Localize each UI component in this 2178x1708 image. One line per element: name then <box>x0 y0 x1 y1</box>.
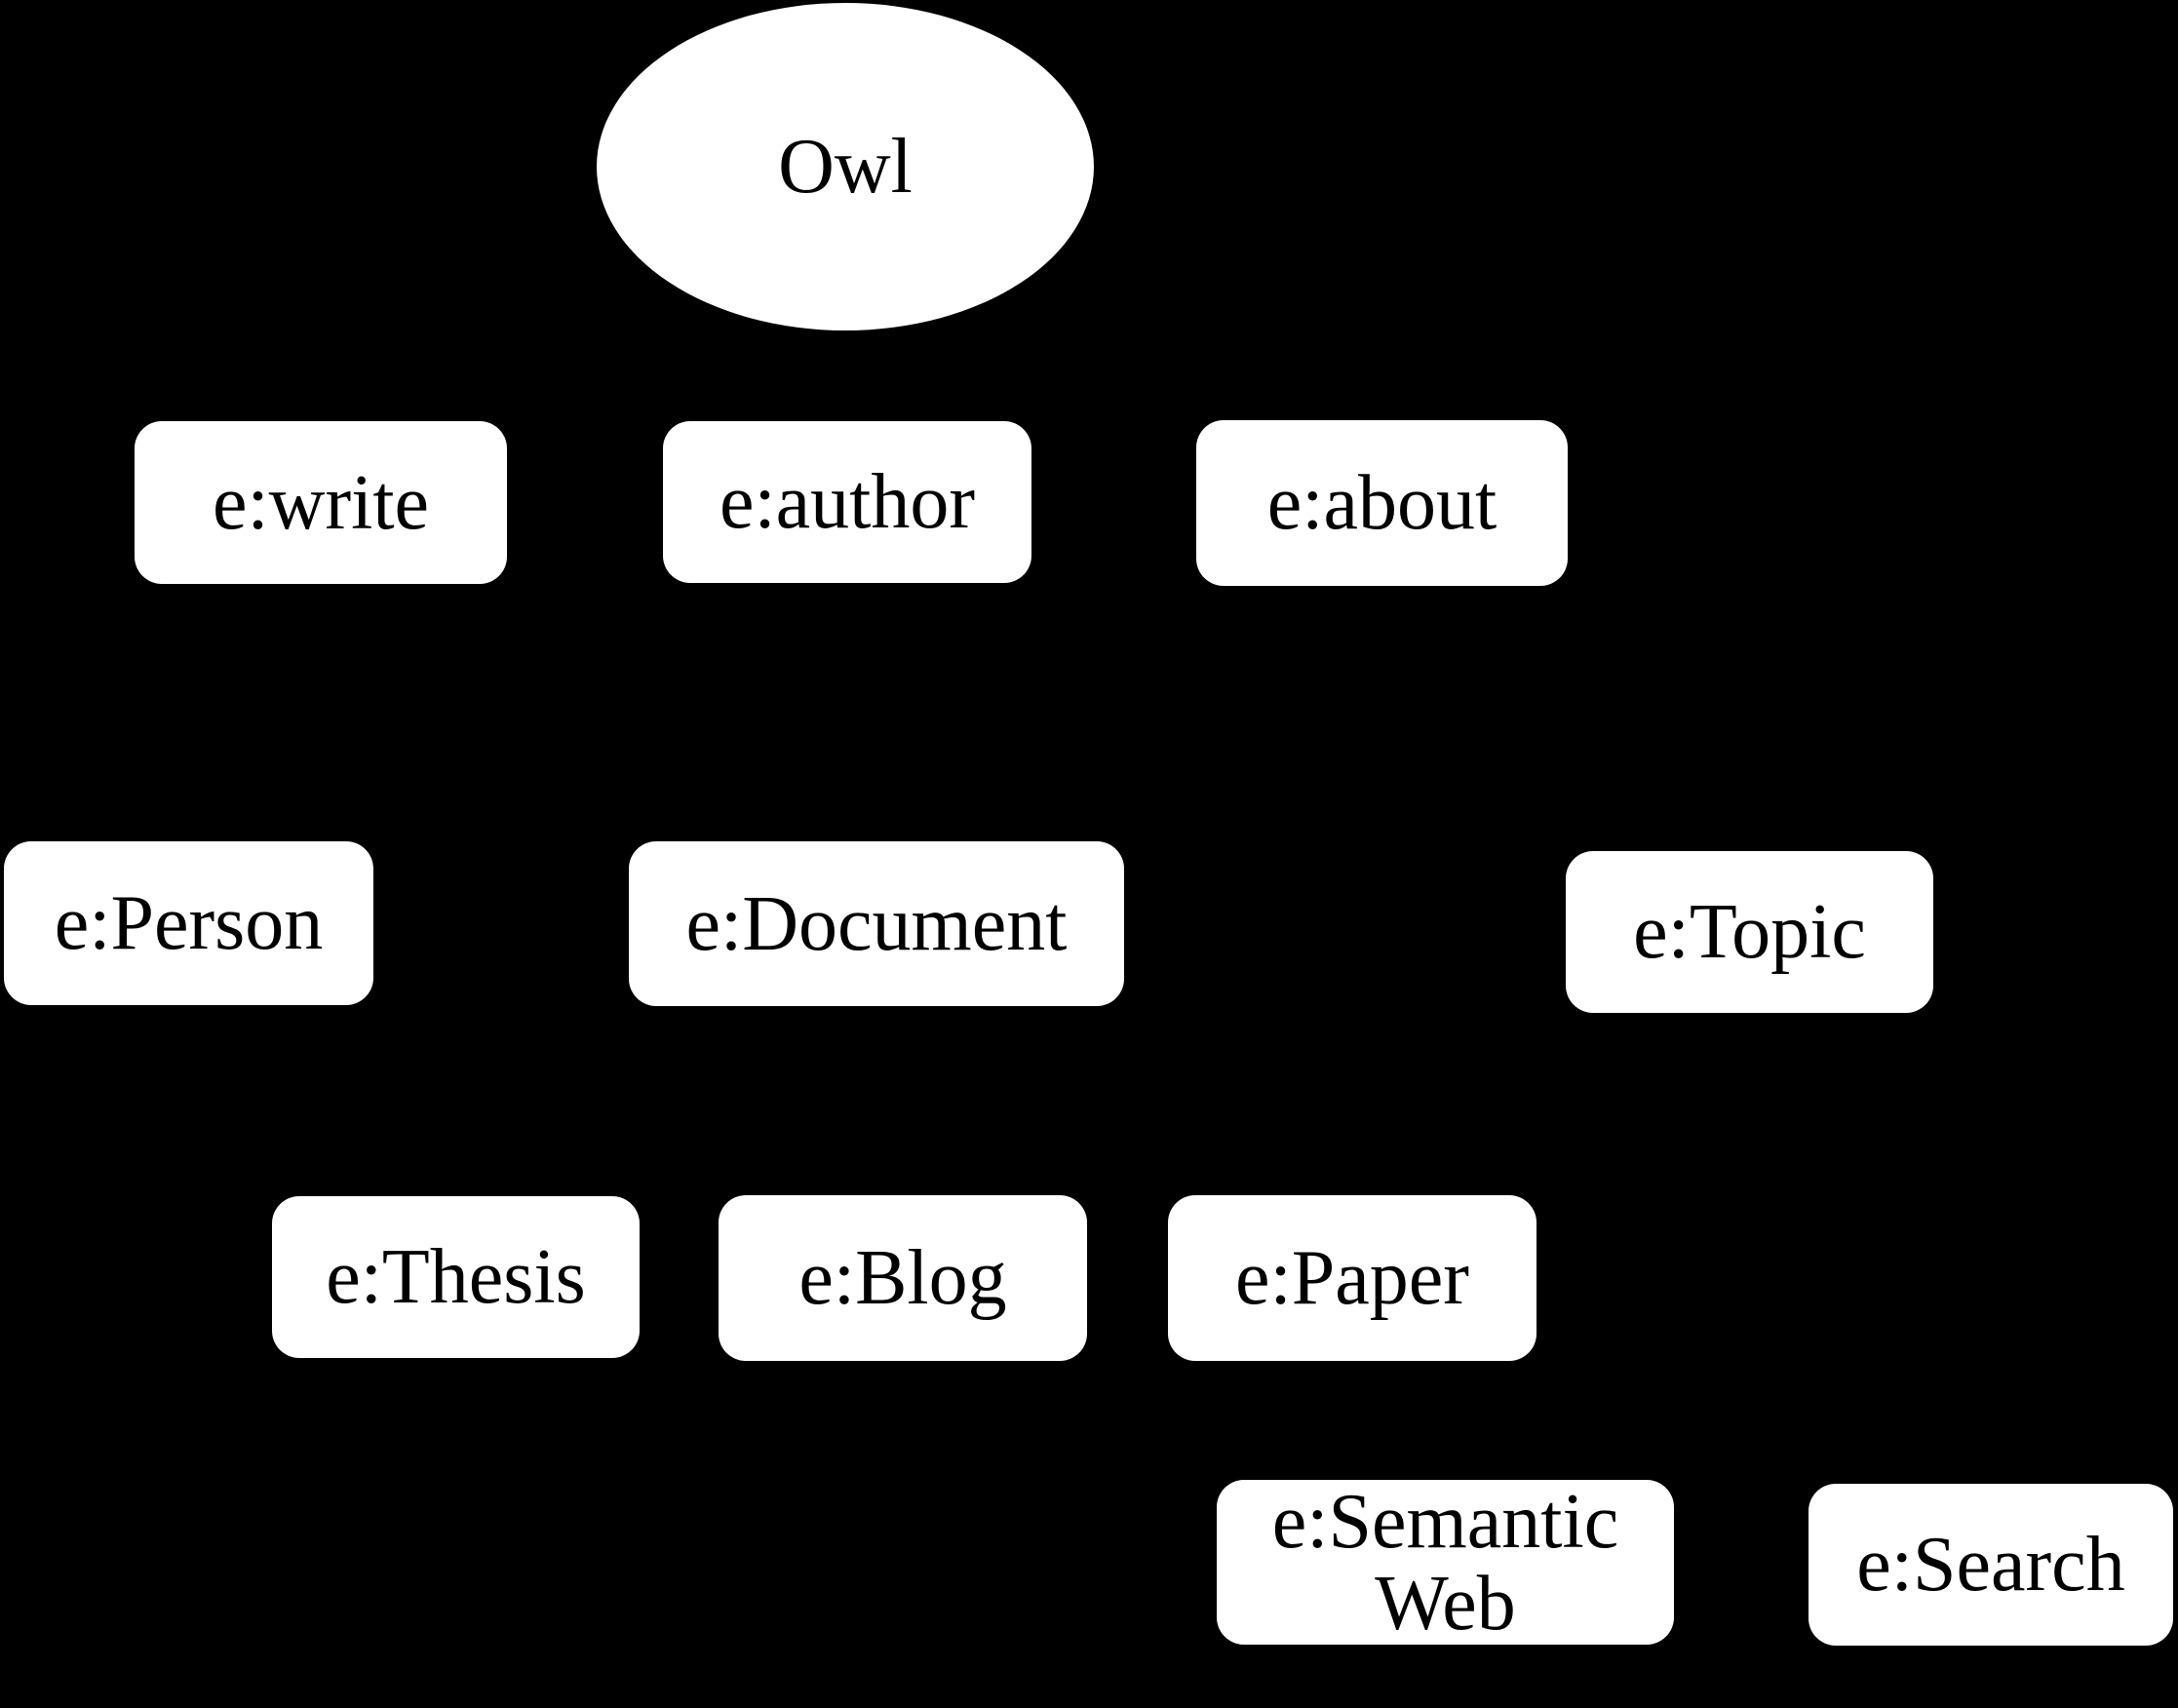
node-e-document-label: e:Document <box>685 880 1068 967</box>
node-e-about: e:about <box>1196 420 1568 586</box>
node-e-person-label: e:Person <box>54 880 324 966</box>
node-owl: Owl <box>597 3 1094 330</box>
node-e-thesis-label: e:Thesis <box>326 1234 586 1320</box>
node-e-write: e:write <box>135 421 507 584</box>
node-e-thesis: e:Thesis <box>272 1196 640 1358</box>
node-e-blog: e:Blog <box>719 1195 1087 1361</box>
node-e-document: e:Document <box>629 841 1124 1006</box>
node-e-blog-label: e:Blog <box>798 1235 1007 1321</box>
node-e-author: e:author <box>663 421 1031 583</box>
node-e-author-label: e:author <box>719 459 976 545</box>
node-e-paper-label: e:Paper <box>1235 1235 1469 1321</box>
node-owl-label: Owl <box>778 124 913 210</box>
node-e-topic-label: e:Topic <box>1633 889 1866 975</box>
node-e-topic: e:Topic <box>1566 851 1933 1013</box>
node-e-person: e:Person <box>4 841 373 1005</box>
node-e-semantic-web-label: e:Semantic Web <box>1271 1478 1619 1647</box>
node-e-about-label: e:about <box>1266 460 1497 546</box>
node-e-write-label: e:write <box>212 459 430 546</box>
node-e-paper: e:Paper <box>1168 1195 1536 1361</box>
node-e-search: e:Search <box>1809 1484 2173 1646</box>
node-e-semantic-web: e:Semantic Web <box>1217 1480 1674 1645</box>
node-e-search-label: e:Search <box>1856 1522 2125 1608</box>
